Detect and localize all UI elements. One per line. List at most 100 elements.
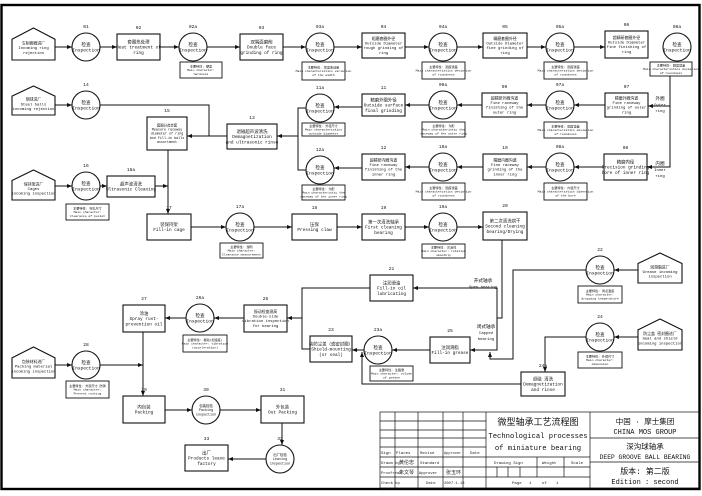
node-label: Precision grinding	[602, 166, 650, 171]
step-number: 23a	[374, 327, 383, 333]
node-label: 检查	[438, 99, 448, 106]
node-label: lubricating	[377, 292, 406, 297]
process-box	[116, 33, 161, 61]
node-label: 润滑脂进厂	[650, 264, 670, 270]
characteristic-note: of the bore	[555, 193, 576, 197]
step-number: 24	[597, 314, 603, 320]
inspection-circle	[178, 32, 208, 62]
characteristic-note-box	[182, 334, 228, 353]
proofread-value: 朱文琴	[399, 469, 414, 476]
node-label: Inspection	[364, 350, 392, 356]
node-label: fine finishing of	[607, 45, 647, 50]
characteristic-note: hardness	[194, 72, 209, 76]
node-label: factory	[197, 462, 216, 467]
node-label: grinding of the	[487, 168, 523, 173]
node-label: Outside surface	[364, 104, 404, 109]
page-number: 1	[529, 482, 532, 486]
node-label: Fine raceway	[369, 163, 398, 168]
characteristic-note: Main characteristic the	[302, 191, 345, 195]
characteristic-note: Main characteristics dimension	[538, 190, 594, 194]
process-box	[361, 153, 406, 181]
characteristic-note: 主要特性: 圆度误差	[551, 64, 579, 69]
node-label: Outside Diameter	[608, 41, 645, 46]
inspection-circle	[191, 395, 221, 425]
node-label: 检查	[438, 221, 448, 228]
proofread-label: Proofread	[381, 471, 402, 476]
flow-label-text: Capped	[479, 331, 493, 336]
node-label: Leaving	[273, 457, 287, 462]
node-label: Out Packing	[268, 411, 297, 416]
process-step-23[interactable]: 装防尘盖（或密封圈）Shield-mounting(or seal)23	[309, 327, 353, 363]
approver-label: Approver	[419, 471, 437, 476]
node-label: 精磨外圈外径	[370, 96, 397, 103]
characteristic-note: Clearance measurement	[222, 252, 261, 256]
node-label: 出厂检验	[273, 452, 287, 458]
node-label: diameter of ring	[151, 132, 184, 137]
step-number: 09	[502, 84, 508, 90]
node-label: assortment	[157, 140, 177, 145]
node-label: Products leave	[188, 457, 225, 462]
characteristic-note: Main characteristics deviation	[538, 128, 594, 132]
node-label: Grease incoming	[642, 270, 677, 275]
node-label: Inspection	[429, 167, 457, 173]
